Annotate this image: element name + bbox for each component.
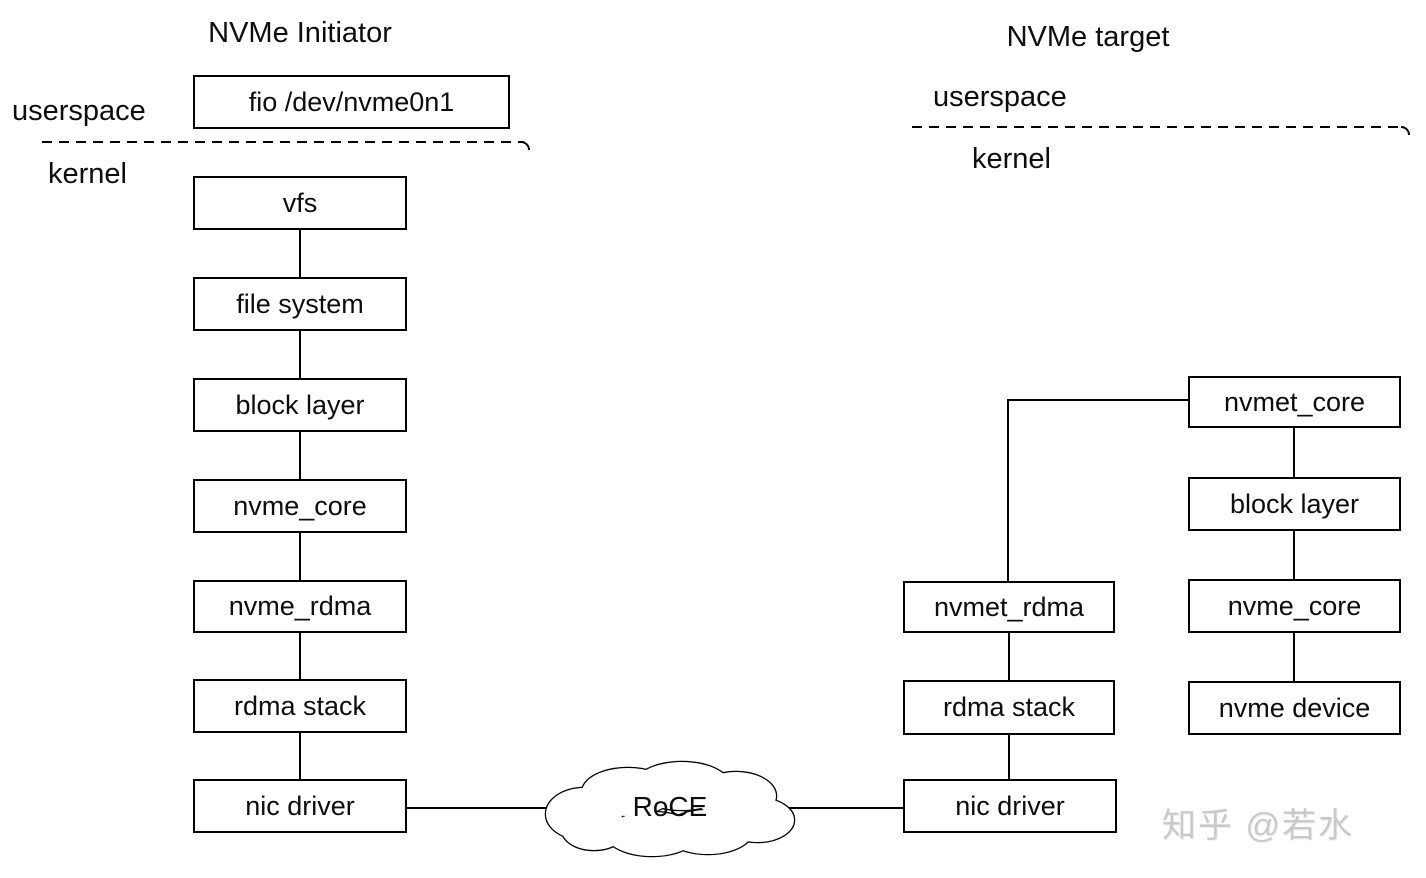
target-title: NVMe target [1006,21,1170,53]
connector-rdmastack-nicdriver [299,733,301,779]
connector-target-rdmastack-nicdriver [1008,735,1010,779]
initiator-userspace-kernel-boundary-line [42,141,524,143]
roce-cloud [544,760,796,858]
box-target-nvmet-core: nvmet_core [1188,376,1401,428]
connector-nvmetrdma-rdmastack [1008,633,1010,680]
box-initiator-nvme-rdma: nvme_rdma [193,580,407,633]
connector-nvmetcore-elbow-horizontal [1007,399,1188,401]
connector-nvmerdma-rdmastack [299,633,301,679]
connector-blocklayer-nvmecore [299,432,301,479]
box-target-block-layer: block layer [1188,477,1401,531]
initiator-title: NVMe Initiator [208,17,392,49]
box-initiator-nic-driver: nic driver [193,779,407,833]
connector-filesystem-blocklayer [299,331,301,378]
box-initiator-file-system: file system [193,277,407,331]
target-kernel-label: kernel [972,143,1051,175]
link-cloud-to-target-nicdriver [780,807,903,809]
connector-nvmecore-nvmerdma [299,533,301,580]
roce-label: RoCE [632,791,708,822]
target-userspace-kernel-boundary-line [912,126,1404,128]
target-userspace-label: userspace [933,81,1067,113]
connector-nvmetcore-nvmetrdma-vertical [1007,399,1009,581]
connector-nvmetcore-blocklayer [1293,428,1295,477]
connector-target-blocklayer-nvmecore [1293,531,1295,579]
box-fio-dev-nvme0n1: fio /dev/nvme0n1 [193,75,510,129]
box-target-nvmet-rdma: nvmet_rdma [903,581,1115,633]
box-initiator-block-layer: block layer [193,378,407,432]
box-initiator-nvme-core: nvme_core [193,479,407,533]
target-boundary-line-tail [1401,126,1410,135]
box-target-rdma-stack: rdma stack [903,680,1115,735]
box-target-nvme-core: nvme_core [1188,579,1401,633]
initiator-boundary-line-tail [521,141,530,150]
connector-vfs-filesystem [299,230,301,277]
box-initiator-vfs: vfs [193,176,407,230]
zhihu-watermark: 知乎 @若水 [1162,807,1354,845]
connector-target-nvmecore-nvmedevice [1293,633,1295,681]
initiator-kernel-label: kernel [48,158,127,190]
initiator-userspace-label: userspace [12,95,146,127]
box-target-nic-driver: nic driver [903,779,1117,833]
box-initiator-rdma-stack: rdma stack [193,679,407,733]
link-initiator-nicdriver-to-cloud [407,807,557,809]
box-target-nvme-device: nvme device [1188,681,1401,735]
